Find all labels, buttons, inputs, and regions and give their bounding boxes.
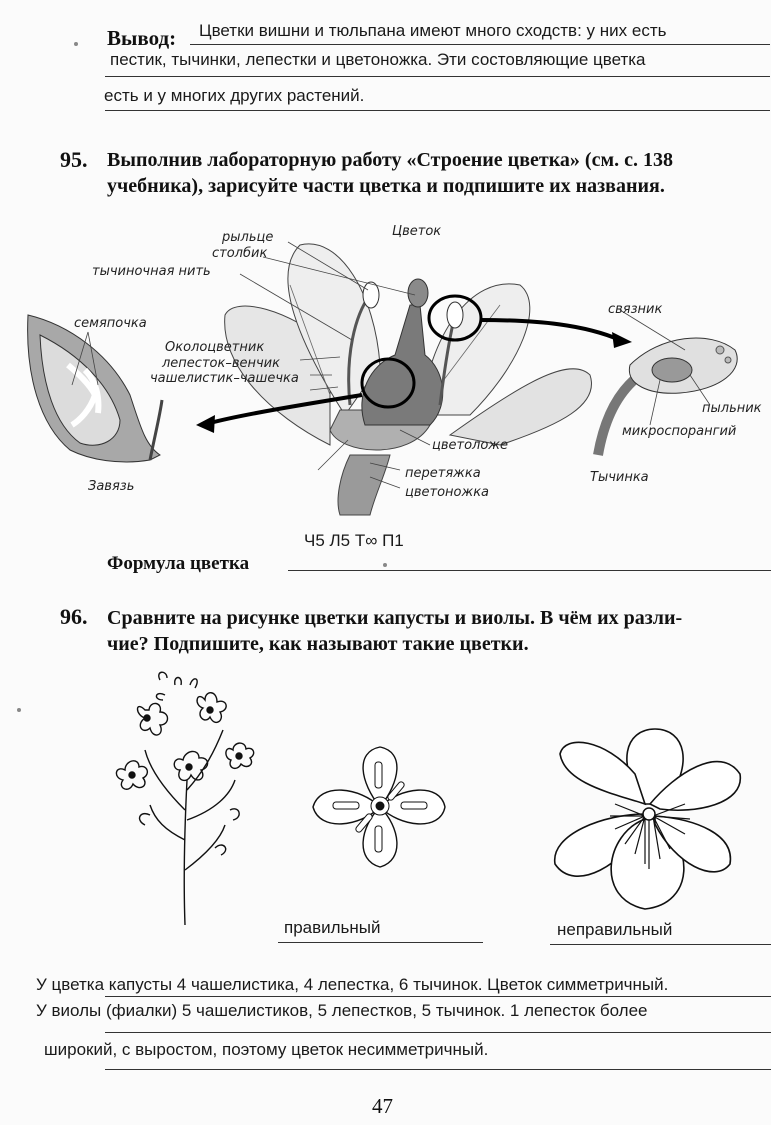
label-tsvetolozhe: цветоложе xyxy=(432,438,508,453)
viola-flower-drawing xyxy=(554,728,741,910)
conclusion-line-1: Цветки вишни и тюльпана имеют много сход… xyxy=(199,21,667,40)
cabbage-inflorescence-drawing xyxy=(115,671,255,926)
task-96-text-2: чие? Подпишите, как называют такие цветк… xyxy=(107,633,529,655)
formula-line xyxy=(288,570,771,571)
cabbage-answer: правильный xyxy=(284,918,381,937)
label-tychinochnaya-nit: тычиночная нить xyxy=(92,264,211,279)
label-svyaznik: связник xyxy=(608,302,662,317)
task-96-text-1: Сравните на рисунке цветки капусты и вио… xyxy=(107,607,683,629)
task-95-text-2: учебника), зарисуйте части цветка и подп… xyxy=(107,175,665,197)
writing-line xyxy=(190,44,770,45)
page-number: 47 xyxy=(372,1094,393,1118)
margin-dot xyxy=(74,42,78,46)
label-ryltse: рыльце xyxy=(221,230,273,245)
label-semyapochka: семяпочка xyxy=(74,316,147,331)
conclusion-label: Вывод: xyxy=(107,26,177,50)
task-96-number: 96. xyxy=(60,604,88,629)
label-peretyazhka: перетяжка xyxy=(405,466,481,481)
task-95-number: 95. xyxy=(60,147,88,172)
task-95-text-1: Выполнив лабораторную работу «Строение ц… xyxy=(107,149,673,171)
label-stolbik: столбик xyxy=(212,246,267,261)
writing-line xyxy=(105,1069,771,1070)
margin-dot xyxy=(383,563,387,567)
writing-line xyxy=(105,996,771,997)
writing-line xyxy=(550,944,771,945)
viola-answer: неправильный xyxy=(557,920,673,939)
answer-line-1: У цветка капусты 4 чашелистика, 4 лепест… xyxy=(36,975,669,994)
cabbage-flower-drawing xyxy=(312,746,446,868)
flower-stem xyxy=(337,454,391,516)
label-zavyaz: Завязь xyxy=(88,479,134,494)
answer-line-3: широкий, с выростом, поэтому цветок неси… xyxy=(44,1040,489,1059)
stamen-enlarged xyxy=(593,337,738,456)
writing-line xyxy=(105,110,770,111)
conclusion-line-3: есть и у многих других растений. xyxy=(104,86,365,105)
label-lepestok: лепесток–венчик xyxy=(161,356,280,371)
flower-structure-diagram: рыльце столбик тычиночная нить Цветок се… xyxy=(27,224,762,516)
label-tychinka: Тычинка xyxy=(590,470,649,485)
writing-line xyxy=(278,942,483,943)
label-pylnik: пыльник xyxy=(702,401,762,416)
magnify-circle-ovary xyxy=(360,357,416,409)
magnify-circle-stamen xyxy=(427,294,483,342)
answer-line-2: У виолы (фиалки) 5 чашелистиков, 5 лепес… xyxy=(36,1001,648,1020)
flower-formula-label: Формула цветка xyxy=(107,553,250,574)
label-mikrosporangiy: микроспорангий xyxy=(622,424,736,439)
stigma xyxy=(407,278,429,308)
ovary-section xyxy=(27,314,164,463)
flower-formula-value: Ч5 Л5 Т∞ П1 xyxy=(304,531,404,550)
label-chashelistik: чашелистик–чашечка xyxy=(150,371,299,386)
conclusion-line-2: пестик, тычинки, лепестки и цветоножка. … xyxy=(110,50,646,69)
label-okolotsvetnik: Околоцветник xyxy=(165,340,264,355)
margin-dot xyxy=(17,708,21,712)
label-tsvetonozhka: цветоножка xyxy=(405,485,489,500)
label-tsvetok: Цветок xyxy=(392,224,441,239)
writing-line xyxy=(105,1032,771,1033)
writing-line xyxy=(105,76,770,77)
